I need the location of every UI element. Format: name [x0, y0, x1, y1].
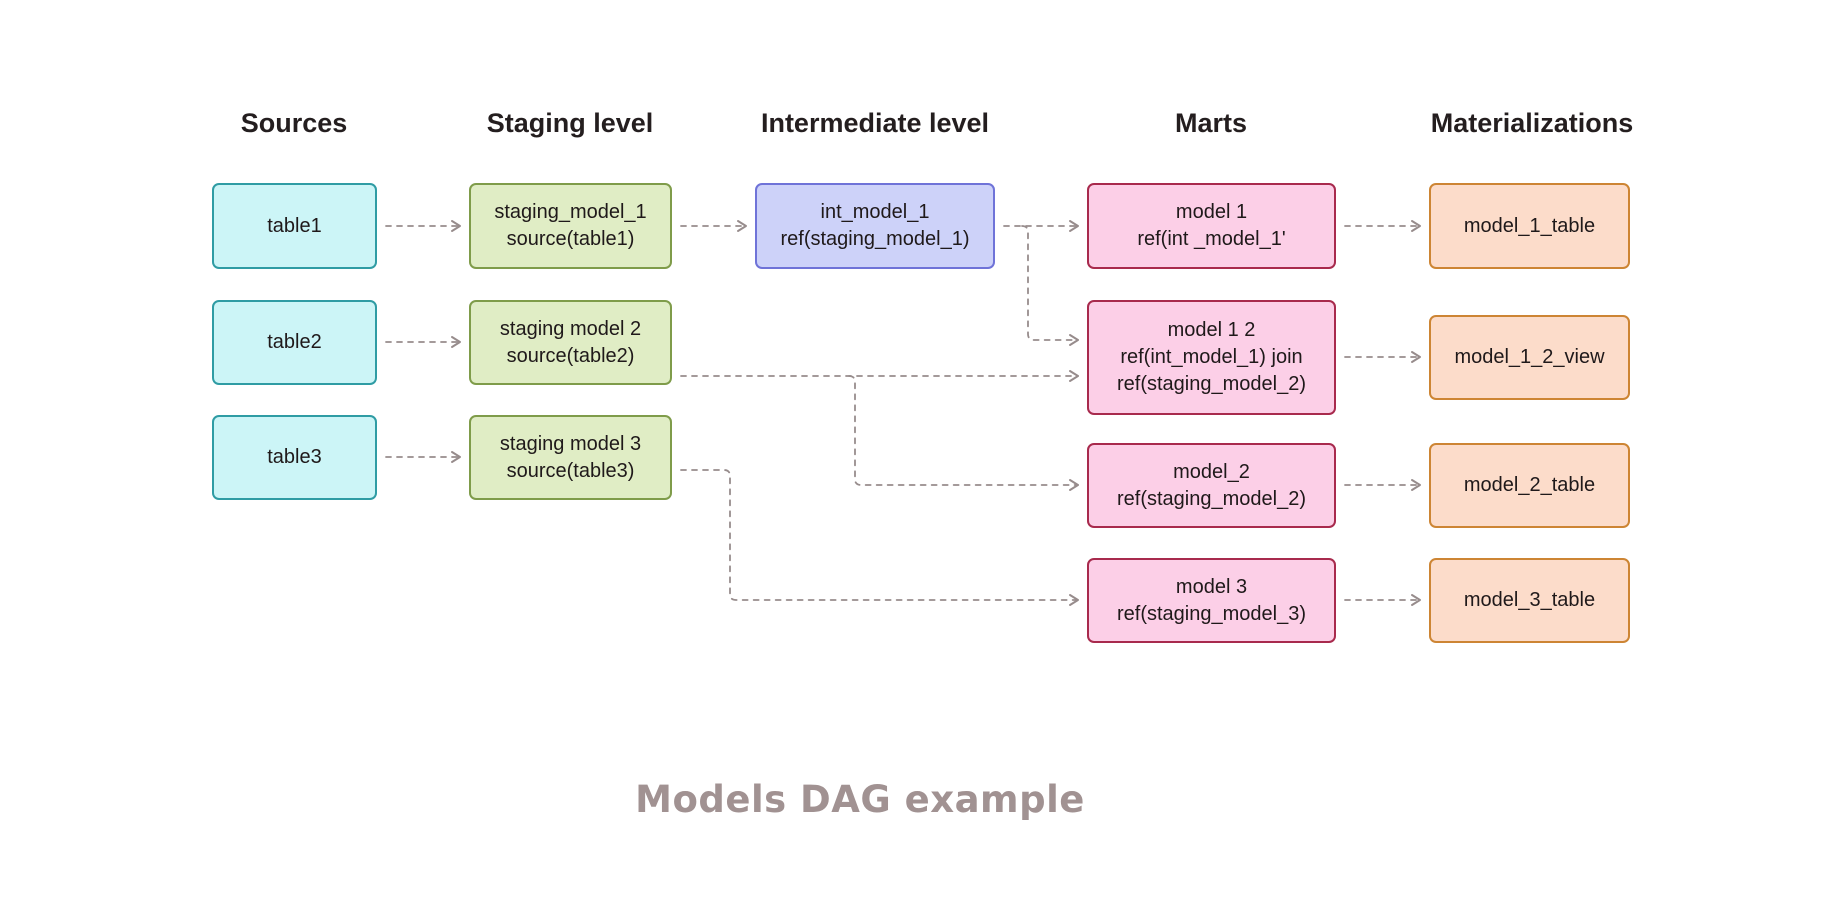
dag-node-staging_model_1: staging_model_1 source(table1) — [469, 183, 672, 269]
node-label-line: model 1 — [1175, 201, 1248, 223]
column-header-sources: Sources — [240, 108, 348, 138]
dag-edge-staging_model_3-to-model_3 — [680, 469, 1079, 606]
column-header-marts: Marts — [1174, 108, 1248, 138]
dag-node-table1: table1 — [212, 183, 377, 269]
node-label-line: ref(staging_model_3) — [1117, 602, 1306, 625]
dag-node-table3: table3 — [212, 415, 377, 500]
node-label-line: ref(int _model_1' — [1137, 228, 1286, 250]
dag-node-table2: table2 — [212, 300, 377, 385]
dag-node-model_1_2_view: model_1_2_view — [1429, 315, 1630, 400]
node-label-line: ref(staging_model_1) — [780, 228, 970, 250]
diagram-title: Models DAG example — [635, 778, 1085, 821]
node-label-line: model_1_2_view — [1454, 346, 1605, 368]
node-label-line: source(table3) — [506, 459, 635, 482]
node-label-line: ref(int_model_1) join — [1120, 346, 1303, 368]
node-label-line: model 3 — [1175, 575, 1248, 598]
node-label-line: int_model_1 — [820, 201, 930, 223]
dag-node-model_2_table: model_2_table — [1429, 443, 1630, 528]
node-label-line: table1 — [267, 214, 322, 237]
dag-node-staging_model_3: staging model 3 source(table3) — [469, 415, 672, 500]
dag-node-model_2: model_2 ref(staging_model_2) — [1087, 443, 1336, 528]
column-header-intermediate: Intermediate level — [760, 108, 990, 138]
dag-node-model_1_2: model 1 2 ref(int_model_1) join ref(stagin… — [1087, 300, 1336, 415]
node-label-line: model_2_table — [1463, 474, 1596, 496]
node-label-line: model_1_table — [1463, 214, 1596, 237]
dag-node-int_model_1: int_model_1 ref(staging_model_1) — [755, 183, 995, 269]
dag-edge-int_model_1-to-model_1_2 — [1021, 225, 1079, 346]
node-label-line: table3 — [267, 446, 322, 468]
node-label-line: ref(staging_model_2) — [1117, 487, 1306, 510]
dag-node-model_1_table: model_1_table — [1429, 183, 1630, 269]
node-label-line: model_3_table — [1463, 589, 1596, 611]
node-label-line: staging model 2 — [499, 317, 642, 340]
column-header-materializations: Materializations — [1430, 108, 1634, 138]
node-label-line: model_2 — [1173, 460, 1250, 483]
node-label-line: source(table2) — [506, 344, 635, 367]
node-label-line: staging model 3 — [499, 432, 642, 455]
dag-node-model_3: model 3 ref(staging_model_3) — [1087, 558, 1336, 643]
dag-edge-staging_model_2-to-model_2 — [848, 375, 1079, 491]
dag-node-model_3_table: model_3_table — [1429, 558, 1630, 643]
node-label-line: staging_model_1 — [494, 201, 647, 223]
dag-node-staging_model_2: staging model 2 source(table2) — [469, 300, 672, 385]
column-header-staging: Staging level — [486, 108, 654, 138]
node-label-line: ref(staging_model_2) — [1117, 373, 1306, 395]
dag-node-model_1: model 1 ref(int _model_1' — [1087, 183, 1336, 269]
node-label-line: model 1 2 — [1167, 319, 1256, 341]
node-label-line: source(table1) — [506, 228, 635, 250]
node-label-line: table2 — [267, 331, 322, 353]
